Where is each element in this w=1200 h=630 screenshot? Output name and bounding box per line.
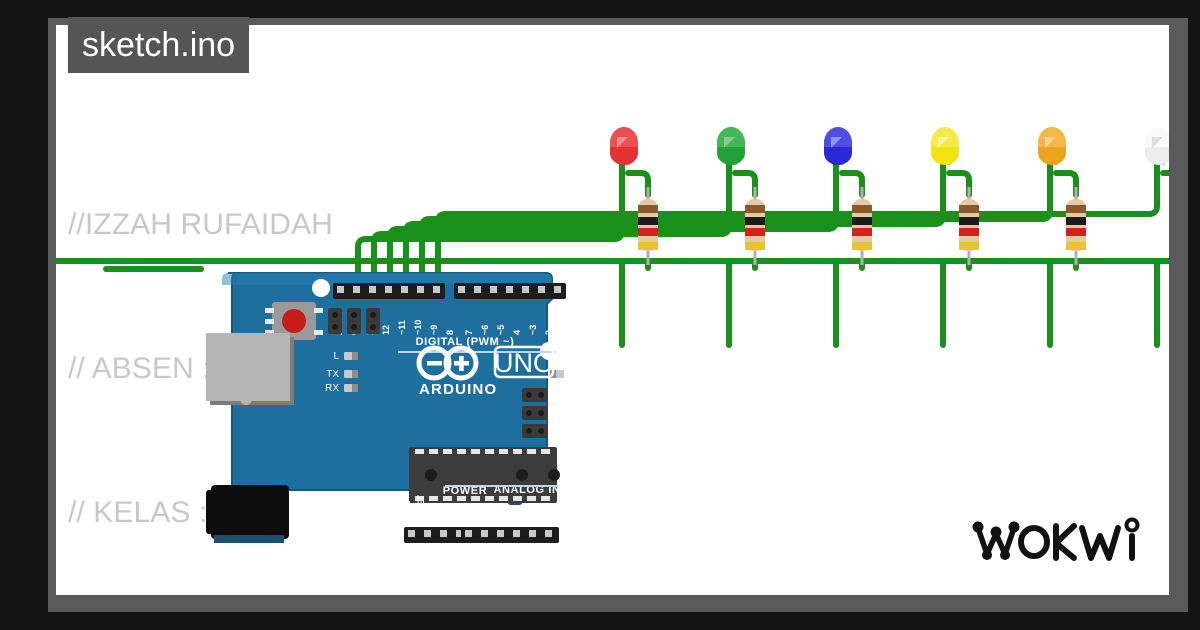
svg-text:~6: ~6 — [480, 325, 490, 335]
microcontroller-chip — [409, 447, 560, 503]
svg-text:12: 12 — [381, 325, 391, 335]
svg-text:A2: A2 — [492, 513, 502, 525]
resistor[interactable] — [959, 187, 979, 265]
power-jack[interactable] — [206, 485, 289, 543]
svg-text:~3: ~3 — [528, 325, 538, 335]
wire-led-res-6 — [1160, 170, 1169, 176]
analog-header[interactable] — [461, 527, 559, 543]
svg-text:GND: GND — [472, 505, 482, 526]
mounting-hole — [304, 517, 320, 533]
svg-text:5V: 5V — [444, 514, 454, 525]
status-led-group: L TX RX ON — [325, 351, 584, 394]
led-white[interactable] — [1145, 127, 1169, 165]
led-blue[interactable] — [824, 127, 852, 165]
svg-text:A1: A1 — [476, 513, 486, 525]
svg-text:Vin: Vin — [486, 511, 496, 525]
resistor[interactable] — [852, 187, 872, 265]
svg-text:RESET: RESET — [416, 494, 426, 525]
analog-pin-labels: A0 A1 A2 A3 A4 A5 — [460, 513, 550, 525]
svg-text:~9: ~9 — [429, 325, 439, 335]
icsp1-header[interactable] — [328, 308, 380, 334]
resistor[interactable] — [745, 187, 765, 265]
svg-text:A4: A4 — [524, 513, 534, 525]
svg-text:~10: ~10 — [413, 320, 423, 335]
sketch-file-tab[interactable]: sketch.ino — [68, 17, 250, 73]
diagram-canvas[interactable]: //IZZAH RUFAIDAH // ABSEN :12 // KELAS :… — [56, 25, 1169, 595]
reset-button[interactable] — [265, 302, 323, 340]
power-header-label: POWER — [443, 485, 488, 497]
wire-led-res-1 — [625, 170, 651, 198]
uno-badge — [493, 345, 555, 379]
digital-header-label: DIGITAL (PWM ~) — [416, 336, 515, 348]
resistor[interactable] — [638, 187, 658, 265]
circuit-diagram[interactable]: AREF GND 13 12 ~11 ~10 ~9 8 7 ~6 ~5 4 ~3… — [56, 25, 1169, 595]
led-orange[interactable] — [1038, 127, 1066, 165]
svg-text:TX 1: TX 1 — [556, 316, 566, 335]
svg-text:4: 4 — [512, 330, 522, 335]
svg-text:A3: A3 — [508, 513, 518, 525]
svg-text:IOREF: IOREF — [402, 497, 412, 525]
mounting-hole — [312, 279, 330, 297]
svg-text:GND: GND — [458, 505, 468, 526]
status-led-label-on: ON — [569, 370, 584, 381]
svg-text:A0: A0 — [460, 513, 470, 525]
board-name: ARDUINO — [419, 381, 497, 398]
led-group[interactable] — [610, 127, 1169, 165]
wire-led-res-4 — [946, 170, 972, 198]
resistor[interactable] — [1066, 187, 1086, 265]
led-green[interactable] — [717, 127, 745, 165]
status-led-label-l: L — [333, 351, 339, 362]
led-red[interactable] — [610, 127, 638, 165]
wokwi-logo — [970, 514, 1145, 571]
status-led-label-rx: RX — [325, 383, 339, 394]
power-pin-labels: IOREF RESET 3.3V 5V GND GND Vin — [402, 494, 496, 525]
svg-text:~5: ~5 — [496, 325, 506, 335]
wire-pin8 — [435, 149, 1160, 293]
svg-text:A5: A5 — [540, 513, 550, 525]
wire-led-res-5 — [1053, 170, 1079, 198]
usb-connector[interactable] — [206, 333, 294, 405]
resistor-group[interactable] — [638, 187, 1169, 265]
board-model: UNO — [494, 348, 554, 378]
status-led-label-tx: TX — [326, 369, 339, 380]
svg-text:2: 2 — [544, 330, 554, 335]
code-line: //IZZAH RUFAIDAH — [68, 208, 333, 241]
arduino-logo-icon — [416, 345, 479, 381]
wire-group[interactable] — [56, 149, 1169, 348]
icsp2-header[interactable] — [522, 388, 548, 438]
svg-text:7: 7 — [464, 330, 474, 335]
svg-text:~11: ~11 — [397, 320, 407, 335]
svg-text:RX 0: RX 0 — [567, 315, 577, 335]
svg-text:8: 8 — [445, 330, 455, 335]
led-yellow[interactable] — [931, 127, 959, 165]
wire-led-res-3 — [839, 170, 865, 198]
wire-led-res-2 — [732, 170, 758, 198]
arduino-uno-board[interactable]: AREF GND 13 12 ~11 ~10 ~9 8 7 ~6 ~5 4 ~3… — [206, 272, 584, 543]
svg-text:3.3V: 3.3V — [430, 506, 440, 525]
